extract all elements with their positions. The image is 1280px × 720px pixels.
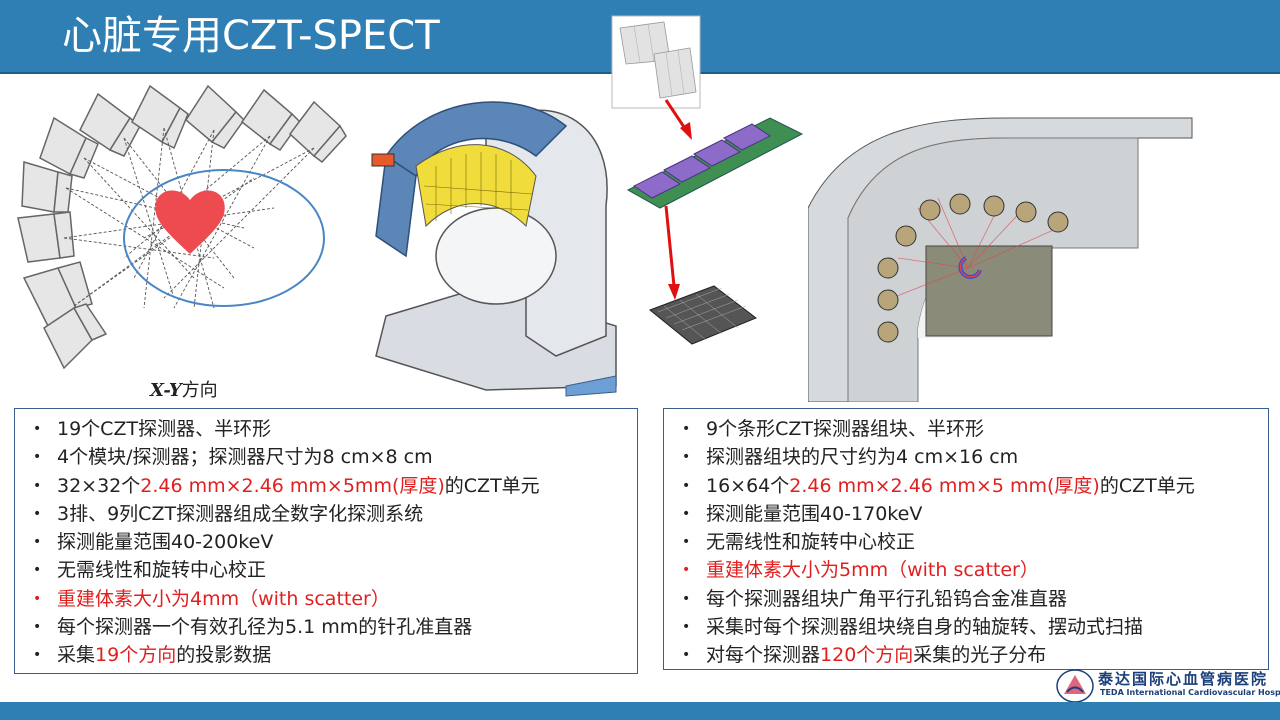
spec-item: 3排、9列CZT探测器组成全数字化探测系统	[29, 500, 637, 529]
spec-text: 4个模块/探测器；探测器尺寸为8 cm×8 cm	[57, 446, 433, 469]
spec-item: 采集19个方向的投影数据	[29, 641, 637, 670]
highlight-text: 2.46 mm×2.46 mm×5mm(厚度)	[140, 474, 445, 497]
spec-text: 探测能量范围40-170keV	[706, 502, 923, 525]
spec-item: 每个探测器组块广角平行孔铅钨合金准直器	[678, 585, 1268, 614]
spec-text: 无需线性和旋转中心校正	[706, 531, 916, 554]
hospital-emblem-icon	[1056, 669, 1094, 703]
ring-caption: X-Y方向	[150, 380, 218, 401]
highlight-text: 2.46 mm×2.46 mm×5 mm(厚度)	[789, 474, 1100, 497]
hospital-name-cn: 泰达国际心血管病医院	[1098, 670, 1269, 688]
right-spec-list: 9个条形CZT探测器组块、半环形探测器组块的尺寸约为4 cm×16 cm 16×6…	[664, 409, 1268, 670]
spect-gantry-illustration	[371, 101, 617, 397]
spec-text: 无需线性和旋转中心校正	[57, 559, 267, 582]
spec-item: 探测器组块的尺寸约为4 cm×16 cm	[678, 443, 1268, 472]
spec-item: 无需线性和旋转中心校正	[678, 528, 1268, 557]
highlight-text: 19个方向	[95, 644, 177, 667]
spec-item: 4个模块/探测器；探测器尺寸为8 cm×8 cm	[29, 443, 637, 472]
spec-text: 每个探测器一个有效孔径为5.1 mm的针孔准直器	[57, 616, 473, 639]
spec-text: 每个探测器组块广角平行孔铅钨合金准直器	[706, 587, 1068, 610]
spec-item: 探测能量范围40-170keV	[678, 500, 1268, 529]
bottom-bar	[0, 702, 1280, 720]
spec-item: 重建体素大小为4mm（with scatter）	[29, 585, 637, 614]
spec-text: 采集	[57, 644, 96, 667]
spec-text: 3排、9列CZT探测器组成全数字化探测系统	[57, 502, 424, 525]
spec-item: 19个CZT探测器、半环形	[29, 415, 637, 444]
spec-text: 对每个探测器	[706, 644, 821, 667]
spec-text: 9个条形CZT探测器组块、半环形	[706, 418, 984, 440]
spec-text: 16×64个	[706, 474, 790, 497]
spec-text: 采集时每个探测器组块绕自身的轴旋转、摆动式扫描	[706, 616, 1144, 639]
spec-text: 的投影数据	[176, 644, 272, 667]
hospital-logo: 泰达国际心血管病医院 TEDA International Cardiovasc…	[1056, 668, 1280, 704]
right-spec-panel: 9个条形CZT探测器组块、半环形探测器组块的尺寸约为4 cm×16 cm 16×6…	[663, 408, 1269, 670]
highlight-text: 120个方向	[820, 644, 914, 667]
spec-item: 32×32个2.46 mm×2.46 mm×5mm(厚度)的CZT单元	[29, 472, 637, 501]
page-title: 心脏专用CZT-SPECT	[62, 13, 440, 59]
spec-text: 的CZT单元	[1099, 474, 1195, 497]
spec-text: 采集的光子分布	[913, 644, 1047, 667]
czt-module-illustration	[611, 15, 804, 345]
left-spec-list: 19个CZT探测器、半环形 4个模块/探测器；探测器尺寸为8 cm×8 cm 32×…	[15, 409, 637, 670]
spec-item: 16×64个2.46 mm×2.46 mm×5 mm(厚度)的CZT单元	[678, 472, 1268, 501]
spec-item: 无需线性和旋转中心校正	[29, 556, 637, 585]
detector-ring-diagram	[17, 84, 347, 370]
ct-cross-section-illustration	[808, 117, 1193, 402]
heart-icon	[155, 190, 225, 254]
spec-item: 重建体素大小为5mm（with scatter）	[678, 556, 1268, 585]
highlight-text: 重建体素大小为5mm（with scatter）	[706, 559, 1039, 582]
spec-item: 探测能量范围40-200keV	[29, 528, 637, 557]
spec-text: 19个CZT探测器、半环形	[57, 418, 272, 440]
spec-text: 32×32个	[57, 474, 141, 497]
spec-item: 采集时每个探测器组块绕自身的轴旋转、摆动式扫描	[678, 613, 1268, 642]
spec-text: 探测器组块的尺寸约为4 cm×16 cm	[706, 446, 1019, 469]
highlight-text: 重建体素大小为4mm（with scatter）	[57, 587, 390, 610]
hospital-name-en: TEDA International Cardiovascular Hospit…	[1100, 688, 1280, 697]
spec-item: 每个探测器一个有效孔径为5.1 mm的针孔准直器	[29, 613, 637, 642]
left-spec-panel: 19个CZT探测器、半环形 4个模块/探测器；探测器尺寸为8 cm×8 cm 32×…	[14, 408, 638, 674]
spec-item: 对每个探测器120个方向采集的光子分布	[678, 641, 1268, 670]
spec-text: 探测能量范围40-200keV	[57, 531, 274, 554]
spec-item: 9个条形CZT探测器组块、半环形	[678, 415, 1268, 444]
spec-text: 的CZT单元	[444, 474, 540, 497]
